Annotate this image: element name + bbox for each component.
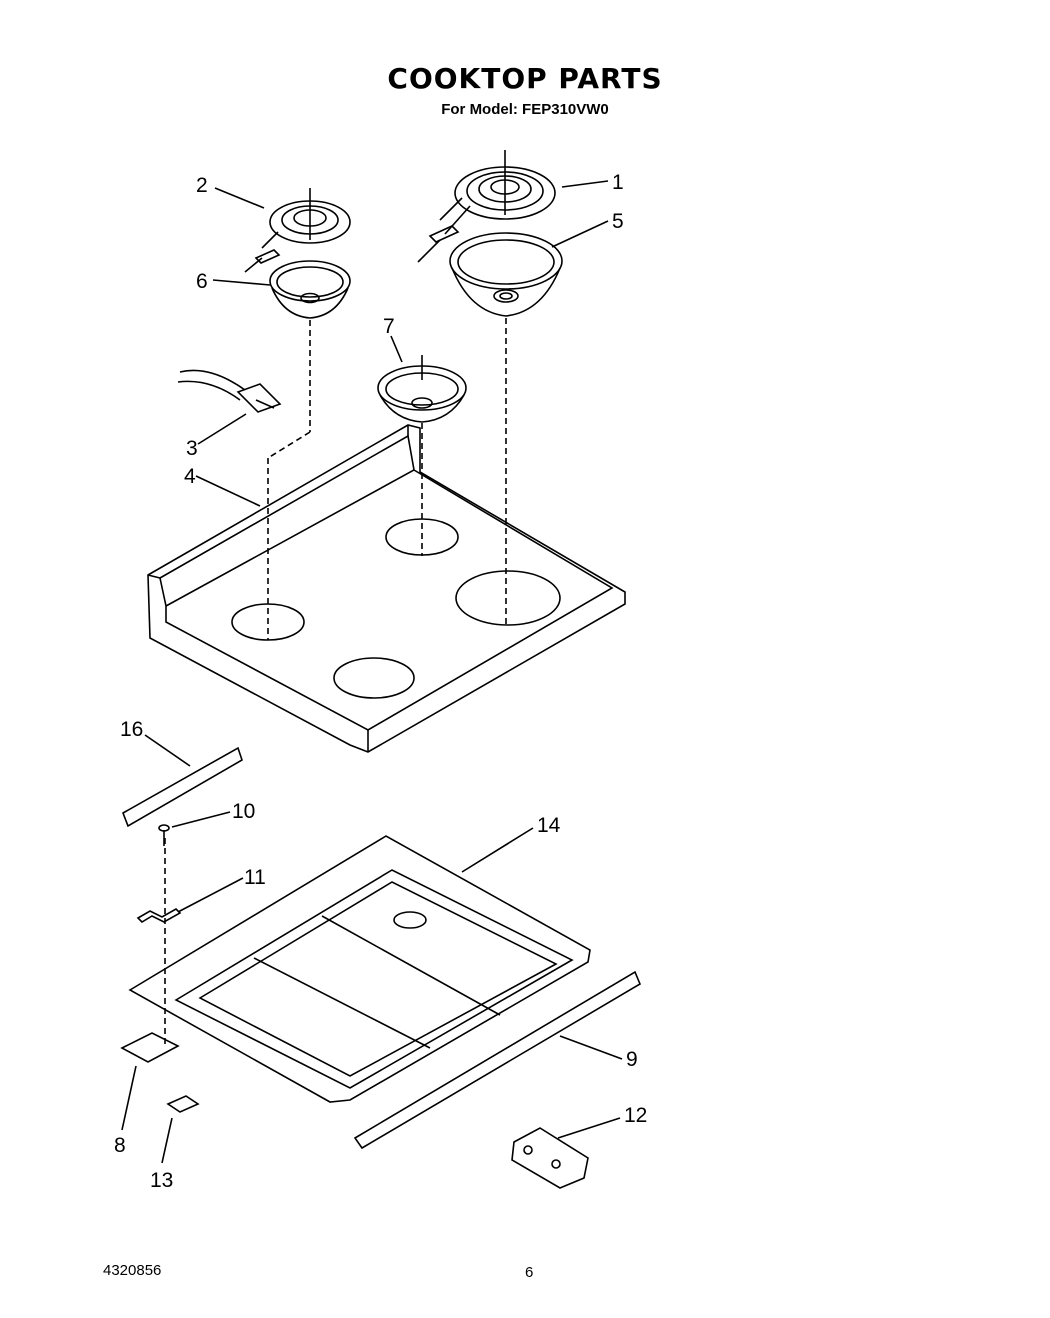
callout-11: 11 bbox=[244, 866, 266, 889]
leader-lines bbox=[121, 180, 623, 1164]
small-drip-bowl bbox=[269, 260, 351, 319]
callout-2: 2 bbox=[196, 174, 208, 197]
callout-3: 3 bbox=[186, 437, 198, 460]
front-rail bbox=[353, 970, 642, 1150]
rear-bracket bbox=[122, 746, 243, 828]
callout-13: 13 bbox=[150, 1169, 173, 1192]
wire-clip bbox=[136, 908, 182, 924]
callout-8: 8 bbox=[114, 1134, 126, 1157]
burner-box bbox=[128, 835, 591, 1103]
callout-9: 9 bbox=[626, 1048, 638, 1071]
large-surface-element bbox=[417, 150, 556, 263]
screw bbox=[158, 824, 170, 846]
callout-16: 16 bbox=[120, 718, 143, 741]
terminal-block-rear bbox=[511, 1127, 589, 1189]
mounting-bracket bbox=[120, 1032, 180, 1063]
cooktop-panel bbox=[147, 424, 626, 753]
callout-7: 7 bbox=[383, 315, 395, 338]
part-number: 4320856 bbox=[103, 1262, 162, 1279]
model-subtitle: For Model: FEP310VW0 bbox=[441, 101, 609, 118]
page-number: 6 bbox=[525, 1264, 534, 1281]
page-title: COOKTOP PARTS bbox=[387, 62, 663, 95]
terminal-block bbox=[177, 369, 282, 413]
callout-12: 12 bbox=[624, 1104, 647, 1127]
large-drip-bowl bbox=[449, 232, 563, 317]
callout-1: 1 bbox=[612, 171, 624, 194]
alignment-lines bbox=[164, 318, 507, 1045]
callout-6: 6 bbox=[196, 270, 208, 293]
callout-14: 14 bbox=[537, 814, 561, 837]
callout-5: 5 bbox=[612, 210, 624, 233]
callout-4: 4 bbox=[184, 465, 196, 488]
callout-10: 10 bbox=[232, 800, 255, 823]
small-clip bbox=[166, 1095, 200, 1113]
small-surface-element bbox=[244, 188, 351, 273]
rear-drip-bowl bbox=[377, 355, 467, 423]
